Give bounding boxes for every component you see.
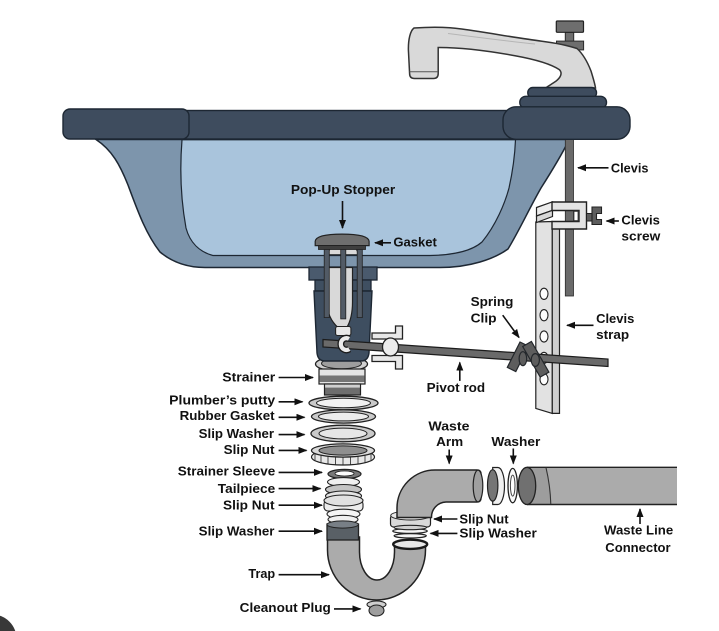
svg-text:Plumber’s putty: Plumber’s putty	[169, 392, 276, 407]
svg-text:Tailpiece: Tailpiece	[218, 481, 275, 496]
svg-text:screw: screw	[621, 228, 661, 243]
svg-text:Slip Nut: Slip Nut	[224, 442, 275, 457]
svg-text:Trap: Trap	[248, 566, 275, 581]
svg-text:Slip Washer: Slip Washer	[199, 523, 275, 538]
svg-text:Rubber Gasket: Rubber Gasket	[180, 408, 276, 423]
svg-text:Clevis: Clevis	[596, 311, 634, 326]
svg-text:Slip Nut: Slip Nut	[459, 511, 509, 526]
svg-text:Strainer Sleeve: Strainer Sleeve	[178, 463, 275, 478]
svg-text:Cleanout Plug: Cleanout Plug	[240, 600, 331, 615]
svg-text:Strainer: Strainer	[222, 370, 275, 385]
svg-text:Slip Washer: Slip Washer	[199, 426, 274, 441]
svg-text:Clevis: Clevis	[621, 213, 660, 228]
svg-text:Waste Line: Waste Line	[604, 522, 673, 537]
svg-text:Washer: Washer	[491, 434, 540, 449]
svg-text:Gasket: Gasket	[393, 235, 437, 250]
svg-text:Pop-Up Stopper: Pop-Up Stopper	[291, 182, 395, 197]
svg-text:Pivot rod: Pivot rod	[427, 380, 485, 395]
svg-text:Waste: Waste	[428, 419, 469, 434]
svg-text:Clevis: Clevis	[611, 161, 649, 176]
svg-text:Spring: Spring	[471, 294, 514, 309]
svg-text:Connector: Connector	[605, 540, 670, 555]
svg-text:Arm: Arm	[436, 434, 463, 449]
svg-text:Slip Washer: Slip Washer	[459, 526, 536, 541]
svg-text:strap: strap	[596, 327, 629, 342]
svg-text:Clip: Clip	[471, 310, 497, 325]
svg-text:Slip Nut: Slip Nut	[223, 497, 275, 512]
